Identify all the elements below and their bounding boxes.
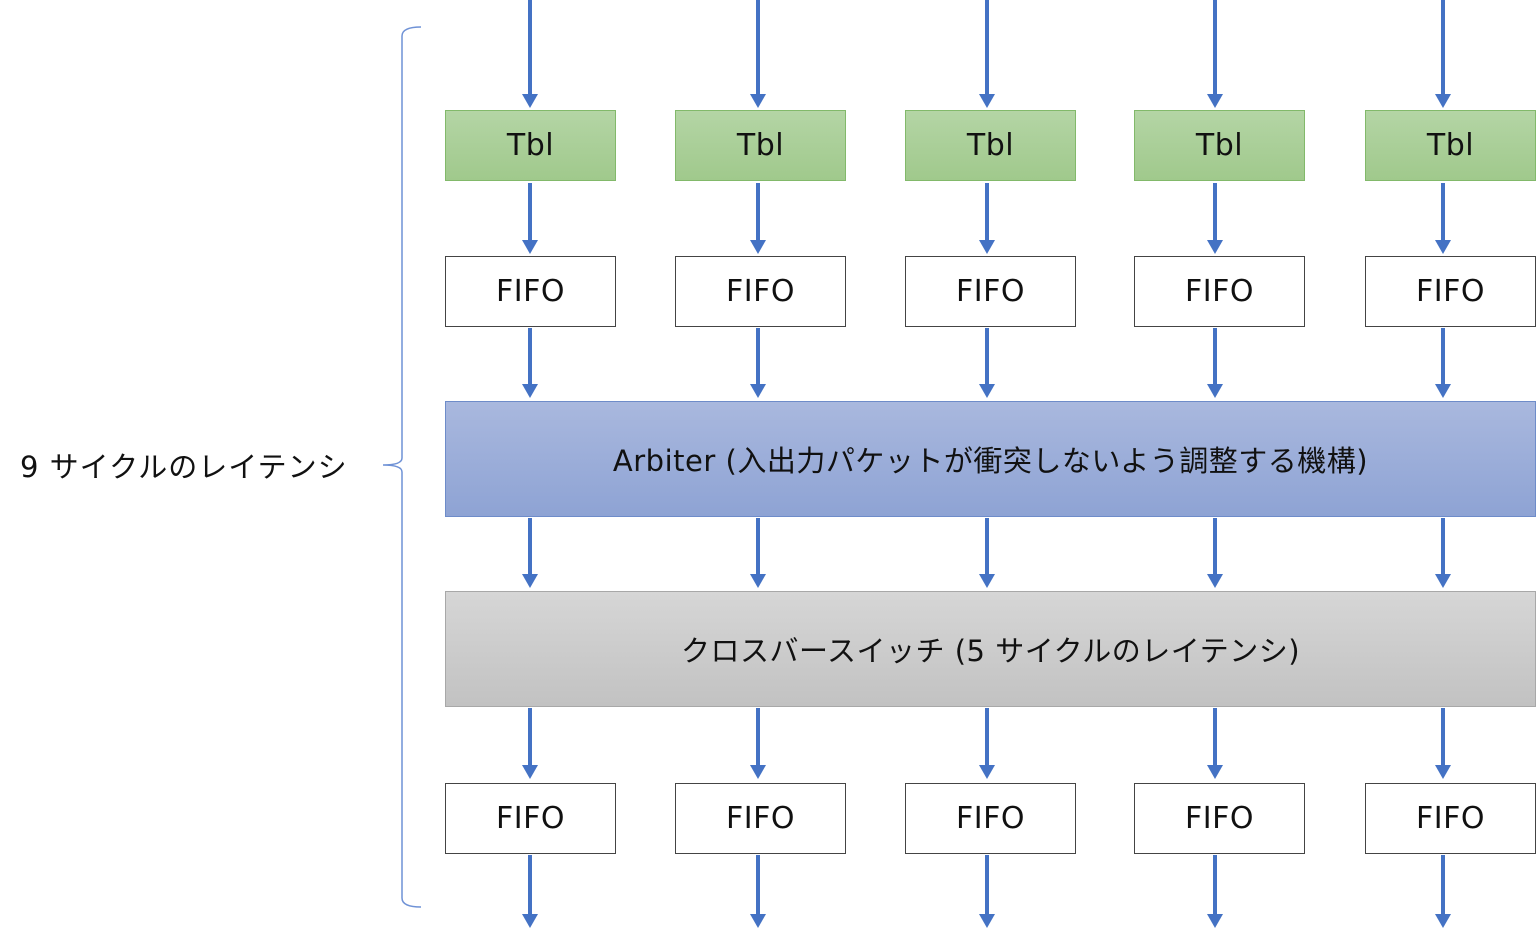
tbl-label: Tbl — [966, 128, 1015, 163]
flow-arrowhead-icon — [1435, 765, 1451, 779]
fifo-label: FIFO — [1185, 274, 1254, 309]
flow-arrowhead-icon — [522, 240, 538, 254]
output-fifo-box: FIFO — [905, 783, 1076, 854]
flow-arrowhead-icon — [1435, 914, 1451, 928]
flow-arrowhead-icon — [750, 384, 766, 398]
flow-arrowhead-icon — [522, 574, 538, 588]
flow-arrowhead-icon — [522, 384, 538, 398]
flow-arrowhead-icon — [979, 94, 995, 108]
fifo-label: FIFO — [496, 801, 565, 836]
flow-arrowhead-icon — [1207, 574, 1223, 588]
flow-arrowhead-icon — [979, 384, 995, 398]
flow-arrowhead-icon — [750, 914, 766, 928]
tbl-label: Tbl — [1426, 128, 1475, 163]
tbl-label: Tbl — [736, 128, 785, 163]
output-fifo-box: FIFO — [445, 783, 616, 854]
flow-arrowhead-icon — [522, 914, 538, 928]
crossbar-switch-block: クロスバースイッチ (5 サイクルのレイテンシ) — [445, 591, 1536, 707]
fifo-label: FIFO — [726, 274, 795, 309]
output-fifo-box: FIFO — [1365, 783, 1536, 854]
flow-arrowhead-icon — [750, 94, 766, 108]
flow-arrowhead-icon — [1435, 240, 1451, 254]
flow-arrowhead-icon — [1435, 384, 1451, 398]
tbl-box: Tbl — [905, 110, 1076, 181]
tbl-label: Tbl — [506, 128, 555, 163]
flow-arrowhead-icon — [1207, 94, 1223, 108]
fifo-label: FIFO — [956, 801, 1025, 836]
latency-label: 9 サイクルのレイテンシ — [20, 450, 348, 484]
flow-arrowhead-icon — [750, 240, 766, 254]
flow-arrowhead-icon — [1207, 384, 1223, 398]
tbl-box: Tbl — [1365, 110, 1536, 181]
flow-arrowhead-icon — [979, 914, 995, 928]
flow-arrowhead-icon — [750, 765, 766, 779]
fifo-label: FIFO — [726, 801, 795, 836]
flow-arrowhead-icon — [522, 94, 538, 108]
input-fifo-box: FIFO — [1134, 256, 1305, 327]
input-fifo-box: FIFO — [1365, 256, 1536, 327]
flow-arrowhead-icon — [979, 240, 995, 254]
arbiter-block: Arbiter (入出力パケットが衝突しないよう調整する機構) — [445, 401, 1536, 517]
arbiter-label: Arbiter (入出力パケットが衝突しないよう調整する機構) — [612, 444, 1369, 478]
input-fifo-box: FIFO — [905, 256, 1076, 327]
flow-arrowhead-icon — [1435, 574, 1451, 588]
input-fifo-box: FIFO — [675, 256, 846, 327]
tbl-box: Tbl — [675, 110, 846, 181]
flow-arrowhead-icon — [1435, 94, 1451, 108]
output-fifo-box: FIFO — [1134, 783, 1305, 854]
fifo-label: FIFO — [1416, 801, 1485, 836]
latency-bracket — [382, 26, 422, 908]
flow-arrowhead-icon — [979, 765, 995, 779]
flow-arrowhead-icon — [750, 574, 766, 588]
flow-arrowhead-icon — [1207, 765, 1223, 779]
flow-arrowhead-icon — [979, 574, 995, 588]
tbl-box: Tbl — [445, 110, 616, 181]
crossbar-label: クロスバースイッチ (5 サイクルのレイテンシ) — [680, 634, 1301, 668]
tbl-box: Tbl — [1134, 110, 1305, 181]
input-fifo-box: FIFO — [445, 256, 616, 327]
fifo-label: FIFO — [956, 274, 1025, 309]
flow-arrowhead-icon — [1207, 240, 1223, 254]
fifo-label: FIFO — [496, 274, 565, 309]
tbl-label: Tbl — [1195, 128, 1244, 163]
flow-arrowhead-icon — [522, 765, 538, 779]
fifo-label: FIFO — [1185, 801, 1254, 836]
output-fifo-box: FIFO — [675, 783, 846, 854]
flow-arrowhead-icon — [1207, 914, 1223, 928]
fifo-label: FIFO — [1416, 274, 1485, 309]
